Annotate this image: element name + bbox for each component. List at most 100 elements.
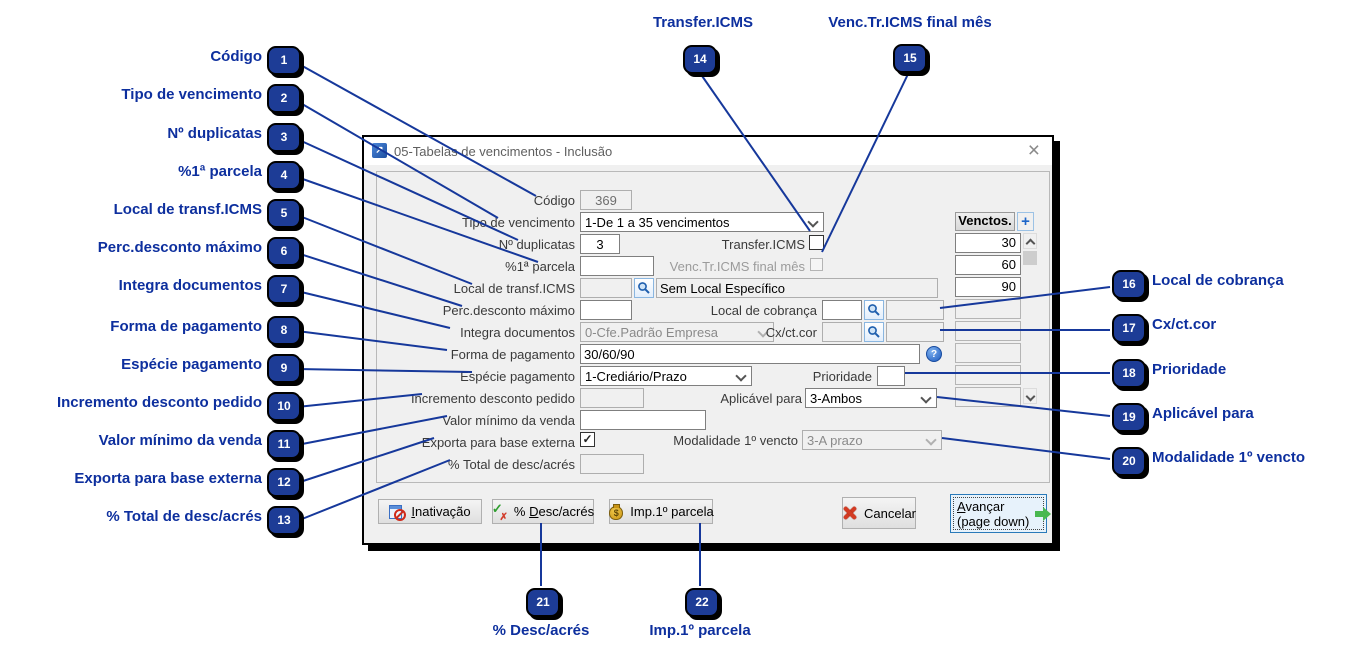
venctos-row[interactable]: 60 bbox=[955, 255, 1021, 275]
callout-badge-8: 8 bbox=[267, 316, 301, 345]
callout-label-8: Forma de pagamento bbox=[110, 318, 262, 335]
pct-primeira-parcela-field[interactable] bbox=[580, 256, 654, 276]
callout-label-18: Prioridade bbox=[1152, 361, 1227, 378]
checkmark-icon: ✓ bbox=[582, 432, 593, 446]
callout-badge-10: 10 bbox=[267, 392, 301, 421]
callout-label-6: Perc.desconto máximo bbox=[97, 239, 262, 256]
callout-badge-6: 6 bbox=[267, 237, 301, 266]
callout-badge-21: 21 bbox=[526, 588, 560, 617]
callout-badge-3: 3 bbox=[267, 123, 301, 152]
callout-label-16: Local de cobrança bbox=[1152, 272, 1284, 289]
chevron-down-icon bbox=[925, 434, 937, 446]
venctos-row bbox=[955, 321, 1021, 341]
venc-tr-icms-checkbox bbox=[810, 258, 823, 271]
especie-pagamento-label: Espécie pagamento bbox=[460, 369, 575, 384]
pct-total-desc-field[interactable] bbox=[580, 454, 644, 474]
inactivate-icon bbox=[389, 504, 407, 521]
callout-label-1: Código bbox=[210, 48, 262, 65]
venctos-row[interactable]: 90 bbox=[955, 277, 1021, 297]
aplicavel-para-select[interactable]: 3-Ambos bbox=[805, 388, 937, 408]
callout-badge-5: 5 bbox=[267, 199, 301, 228]
chevron-down-icon bbox=[735, 370, 747, 382]
local-cobranca-code-field[interactable] bbox=[822, 300, 862, 320]
arrow-right-icon bbox=[1035, 506, 1052, 521]
search-icon[interactable] bbox=[634, 278, 654, 298]
money-bag-icon: $ bbox=[608, 503, 624, 520]
desc-acres-button-label: % Desc/acrés bbox=[513, 504, 595, 519]
inativacao-button-label: Inativação bbox=[411, 504, 471, 519]
local-transf-icms-descr: Sem Local Específico bbox=[656, 278, 938, 298]
callout-badge-11: 11 bbox=[267, 430, 301, 459]
callout-label-5: Local de transf.ICMS bbox=[113, 201, 262, 218]
modalidade-vencto-label: Modalidade 1º vencto bbox=[673, 433, 798, 448]
callout-label-7: Integra documentos bbox=[118, 277, 262, 294]
prioridade-field[interactable] bbox=[877, 366, 905, 386]
perc-desconto-maximo-field[interactable] bbox=[580, 300, 632, 320]
especie-pagamento-value: 1-Crediário/Prazo bbox=[585, 369, 687, 384]
local-transf-icms-label: Local de transf.ICMS bbox=[453, 281, 575, 296]
chevron-down-icon bbox=[1025, 391, 1036, 402]
callout-badge-16: 16 bbox=[1112, 270, 1146, 299]
percent-check-icon: ✓✗ bbox=[491, 500, 508, 523]
cx-ct-cor-label: Cx/ct.cor bbox=[765, 325, 817, 340]
callout-badge-2: 2 bbox=[267, 84, 301, 113]
callout-badge-17: 17 bbox=[1112, 314, 1146, 343]
plus-icon: + bbox=[1021, 213, 1030, 230]
venctos-row[interactable]: 30 bbox=[955, 233, 1021, 253]
cx-ct-cor-code-field[interactable] bbox=[822, 322, 862, 342]
callout-label-3: Nº duplicatas bbox=[167, 125, 262, 142]
inativacao-button[interactable]: Inativação bbox=[378, 499, 482, 524]
scrollbar-thumb[interactable] bbox=[1023, 251, 1037, 265]
especie-pagamento-select[interactable]: 1-Crediário/Prazo bbox=[580, 366, 752, 386]
transfer-icms-label: Transfer.ICMS bbox=[721, 237, 805, 252]
avancar-button[interactable]: Avançar(page down) bbox=[950, 494, 1052, 533]
callout-label-21: % Desc/acrés bbox=[492, 622, 590, 639]
num-duplicatas-label: Nº duplicatas bbox=[498, 237, 575, 252]
title-bar[interactable]: ↗ 05-Tabelas de vencimentos - Inclusão × bbox=[364, 137, 1052, 165]
local-transf-icms-code-field[interactable] bbox=[580, 278, 632, 298]
callout-badge-13: 13 bbox=[267, 506, 301, 535]
local-cobranca-descr bbox=[886, 300, 944, 320]
search-icon[interactable] bbox=[864, 322, 884, 342]
callout-badge-22: 22 bbox=[685, 588, 719, 617]
help-icon[interactable]: ? bbox=[926, 346, 942, 362]
cancelar-button[interactable]: Cancelar bbox=[842, 497, 916, 529]
callout-badge-1: 1 bbox=[267, 46, 301, 75]
modalidade-vencto-value: 3-A prazo bbox=[807, 433, 863, 448]
venctos-row bbox=[955, 299, 1021, 319]
desc-acres-button[interactable]: ✓✗ % Desc/acrés bbox=[492, 499, 594, 524]
callout-badge-7: 7 bbox=[267, 275, 301, 304]
scroll-down-button[interactable] bbox=[1023, 388, 1037, 404]
codigo-field[interactable] bbox=[580, 190, 632, 210]
callout-badge-20: 20 bbox=[1112, 447, 1146, 476]
callout-label-22: Imp.1º parcela bbox=[649, 622, 751, 639]
avancar-button-label: Avançar(page down) bbox=[957, 498, 1030, 529]
valor-minimo-venda-label: Valor mínimo da venda bbox=[442, 413, 575, 428]
tipo-vencimento-select[interactable]: 1-De 1 a 35 vencimentos bbox=[580, 212, 824, 232]
incremento-desconto-field[interactable] bbox=[580, 388, 644, 408]
dialog-window: ↗ 05-Tabelas de vencimentos - Inclusão ×… bbox=[362, 135, 1054, 545]
callout-label-15: Venc.Tr.ICMS final mês bbox=[828, 14, 992, 31]
cx-ct-cor-descr bbox=[886, 322, 944, 342]
imp-parcela-button[interactable]: $ Imp.1º parcela bbox=[608, 499, 714, 524]
callout-label-17: Cx/ct.cor bbox=[1152, 316, 1217, 333]
callout-label-20: Modalidade 1º vencto bbox=[1152, 449, 1306, 466]
callout-badge-15: 15 bbox=[893, 44, 927, 73]
num-duplicatas-field[interactable] bbox=[580, 234, 620, 254]
add-row-button[interactable]: + bbox=[1017, 212, 1034, 231]
venc-tr-icms-label: Venc.Tr.ICMS final mês bbox=[669, 259, 805, 274]
transfer-icms-checkbox[interactable] bbox=[809, 235, 824, 250]
exporta-base-externa-checkbox[interactable]: ✓ bbox=[580, 432, 595, 447]
integra-documentos-label: Integra documentos bbox=[460, 325, 575, 340]
callout-badge-19: 19 bbox=[1112, 403, 1146, 432]
valor-minimo-venda-field[interactable] bbox=[580, 410, 706, 430]
close-icon[interactable]: × bbox=[1027, 139, 1040, 162]
incremento-desconto-label: Incremento desconto pedido bbox=[410, 391, 575, 406]
aplicavel-para-label: Aplicável para bbox=[720, 391, 802, 406]
search-icon[interactable] bbox=[864, 300, 884, 320]
callout-label-10: Incremento desconto pedido bbox=[56, 394, 262, 411]
forma-pagamento-field[interactable] bbox=[580, 344, 920, 364]
imp-parcela-button-label: Imp.1º parcela bbox=[630, 504, 714, 519]
callout-label-14: Transfer.ICMS bbox=[652, 14, 754, 31]
scroll-up-button[interactable] bbox=[1023, 233, 1037, 249]
